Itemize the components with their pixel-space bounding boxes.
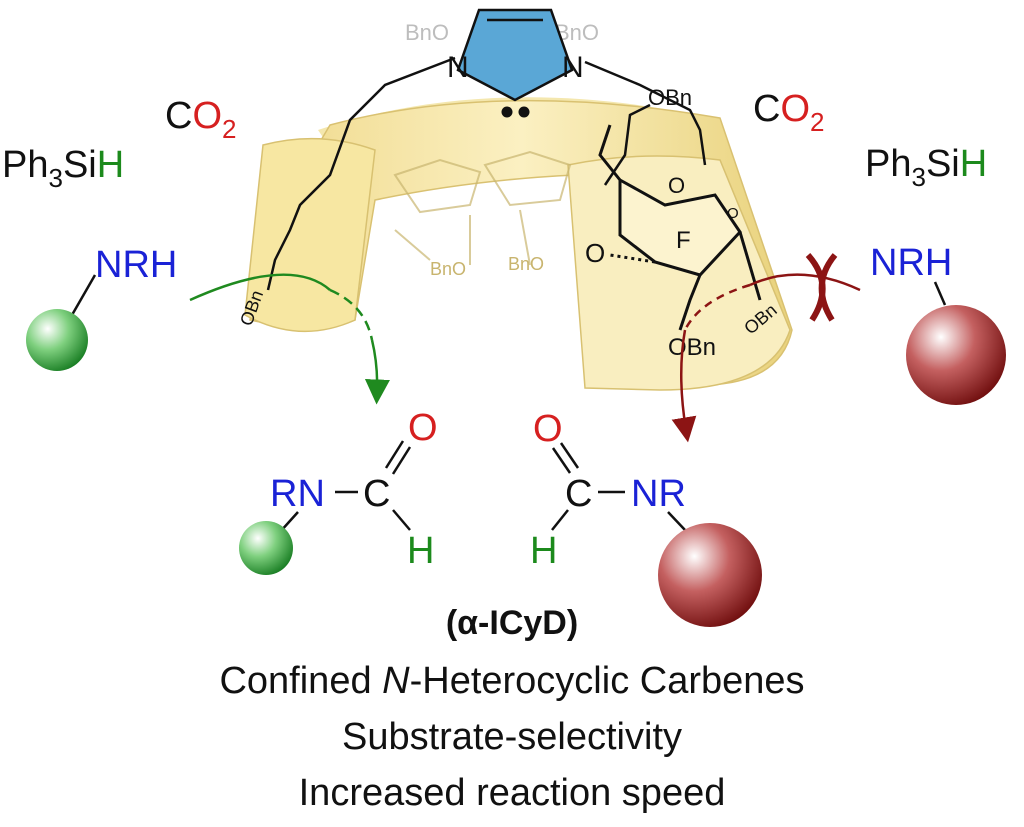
label-o-ring: O <box>668 173 685 198</box>
label-o-left: O <box>585 238 605 268</box>
left-silane-ph: Ph <box>2 144 48 186</box>
label-bno-mid1: BnO <box>430 259 466 279</box>
right-co2: CO2 <box>753 88 824 137</box>
left-silane-si: Si <box>63 144 97 186</box>
svg-text:CO2: CO2 <box>165 95 236 144</box>
left-product-rn: RN <box>270 473 325 515</box>
left-co2-c: C <box>165 95 192 137</box>
label-bno-mid2: BnO <box>508 254 544 274</box>
right-product-h: H <box>530 530 557 572</box>
right-product-ball <box>658 523 762 627</box>
caption-line-1: Confined N-Heterocyclic Carbenes <box>0 660 1024 703</box>
left-co2-o: O <box>192 95 222 137</box>
label-o-right-small: O <box>727 205 739 222</box>
left-formamide-product: RN C O H <box>239 407 438 575</box>
caption-title: (α-ICyD) <box>445 604 579 642</box>
large-substrate-ball <box>906 305 1006 405</box>
green-arrow-dashed <box>329 288 374 341</box>
left-amine-label: NRH <box>95 244 177 286</box>
right-product-bond-nr-ball <box>667 511 686 531</box>
label-obn-top: OBn <box>648 85 692 110</box>
left-silane-h: H <box>97 144 124 186</box>
right-product-o: O <box>533 408 563 450</box>
caption-line-3: Increased reaction speed <box>298 772 726 814</box>
svg-text:CO2: CO2 <box>753 88 824 137</box>
red-arrow-solid <box>749 273 861 292</box>
right-silane-si: Si <box>926 143 960 185</box>
label-obn-bottom: OBn <box>668 334 716 361</box>
left-co2-sub: 2 <box>222 114 236 144</box>
right-silane-h: H <box>960 143 987 185</box>
right-silane-sub: 3 <box>911 162 925 192</box>
red-arrow-head <box>671 329 697 443</box>
cup-left-pillar <box>244 137 376 333</box>
caption-line-1-italic: N <box>382 660 410 702</box>
linker-chains <box>266 56 707 291</box>
svg-text:Ph3SiH: Ph3SiH <box>2 144 124 193</box>
caption-line-1-post: -Heterocyclic Carbenes <box>409 660 805 702</box>
label-n-left: N <box>447 51 469 84</box>
right-silane: Ph3SiH <box>865 143 987 192</box>
lone-pair-dot-2 <box>518 106 530 118</box>
faint-sugar-rings <box>393 150 572 266</box>
glucose-unit-f <box>598 124 762 331</box>
left-product-h: H <box>407 530 434 572</box>
right-product-bond-co1 <box>551 447 572 474</box>
left-silane-sub: 3 <box>48 163 62 193</box>
right-product-bond-co2 <box>559 442 580 469</box>
right-amine-label: NRH <box>870 242 952 284</box>
lone-pair-dot-1 <box>501 106 513 118</box>
imidazolylidene-ring <box>456 8 574 118</box>
right-co2-c: C <box>753 88 780 130</box>
left-product-bond-co2 <box>384 440 405 469</box>
left-product-c: C <box>363 473 390 515</box>
right-product-c: C <box>565 473 592 515</box>
right-co2-sub: 2 <box>810 107 824 137</box>
blocked-cross-icon <box>805 252 838 322</box>
right-product-nr: NR <box>631 473 686 515</box>
left-silane: Ph3SiH <box>2 144 124 193</box>
right-amine-bond <box>933 281 947 306</box>
small-substrate-ball <box>26 309 88 371</box>
caption-line-1-pre: Confined <box>219 660 383 702</box>
right-co2-o: O <box>780 88 810 130</box>
label-n-right: N <box>562 51 584 84</box>
label-bno-top-left: BnO <box>405 20 449 45</box>
left-amine-bond <box>70 274 97 316</box>
left-product-bond-ch <box>392 509 411 531</box>
label-f: F <box>676 227 691 254</box>
caption-line-2: Substrate-selectivity <box>341 716 682 758</box>
left-product-ball <box>239 521 293 575</box>
svg-text:Ph3SiH: Ph3SiH <box>865 143 987 192</box>
right-silane-ph: Ph <box>865 143 911 185</box>
left-product-bond-co1 <box>391 446 412 475</box>
right-product-bond-ch <box>551 509 569 531</box>
green-arrow-solid <box>189 273 331 302</box>
left-product-o: O <box>408 407 438 449</box>
red-arrow-dashed <box>683 283 751 331</box>
green-arrow-head <box>364 339 390 405</box>
right-formamide-product: O C NR H <box>530 408 762 627</box>
left-co2: CO2 <box>165 95 236 144</box>
